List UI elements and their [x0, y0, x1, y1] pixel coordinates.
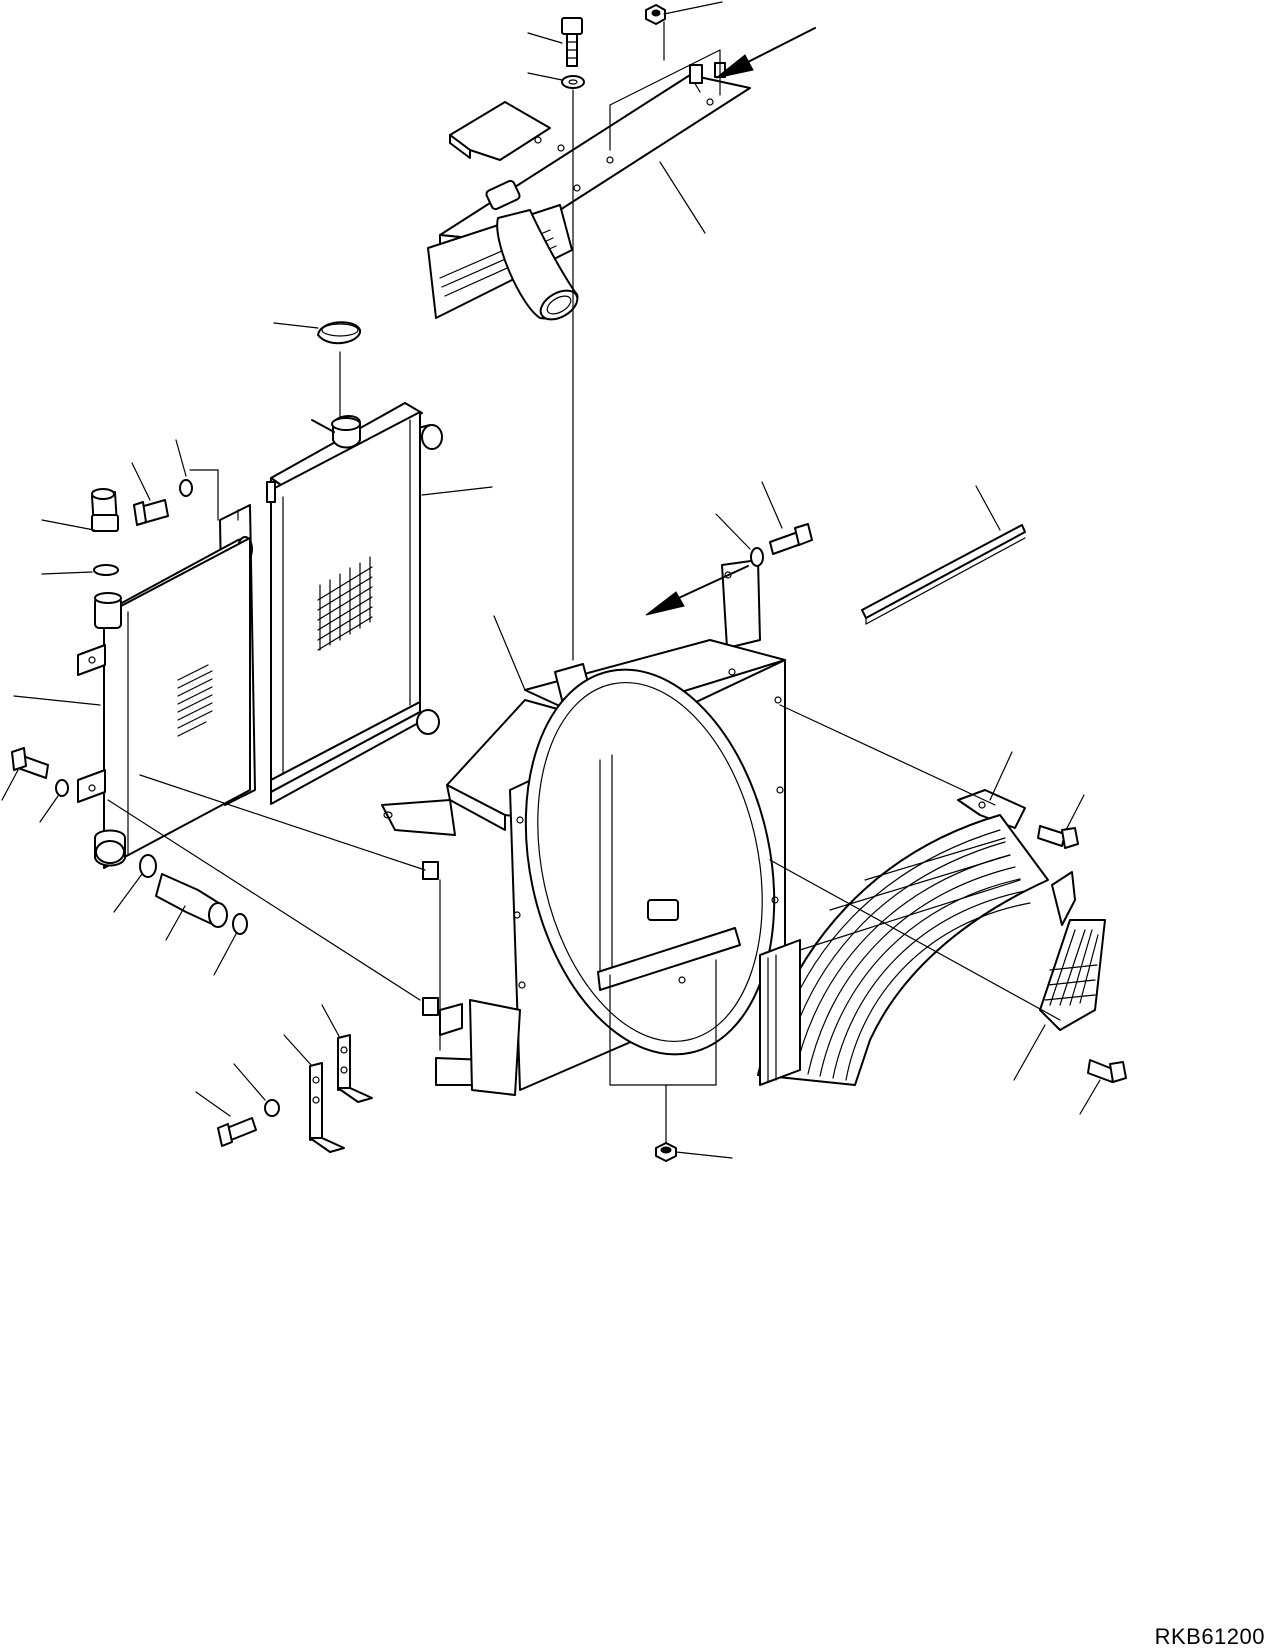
top-bolt-icon — [562, 18, 582, 66]
top-support-bracket-icon — [428, 63, 750, 325]
oil-cooler-icon — [78, 505, 255, 868]
leader-lines — [2, 2, 1100, 1158]
hose-fitting-icon — [92, 489, 247, 934]
top-nut-icon — [646, 5, 665, 24]
mounting-bracket-icon — [218, 1035, 372, 1152]
fan-guard-icon — [758, 790, 1048, 1085]
left-bolt-icon — [12, 480, 192, 796]
guard-plate-icon — [1040, 872, 1105, 1030]
radiator-core-icon — [267, 403, 442, 804]
top-washer-icon — [562, 76, 584, 88]
fan-shroud-icon — [382, 560, 808, 1095]
direction-arrow-icon — [646, 28, 815, 615]
drawing-code: RKB61200 — [1154, 1624, 1265, 1649]
shroud-bolt-icon — [751, 524, 1126, 1082]
radiator-cap-icon — [318, 322, 360, 418]
bottom-nut-icon — [656, 1143, 676, 1161]
rubber-seal-strip-icon — [862, 525, 1025, 624]
assembly-lines — [108, 22, 1060, 1143]
